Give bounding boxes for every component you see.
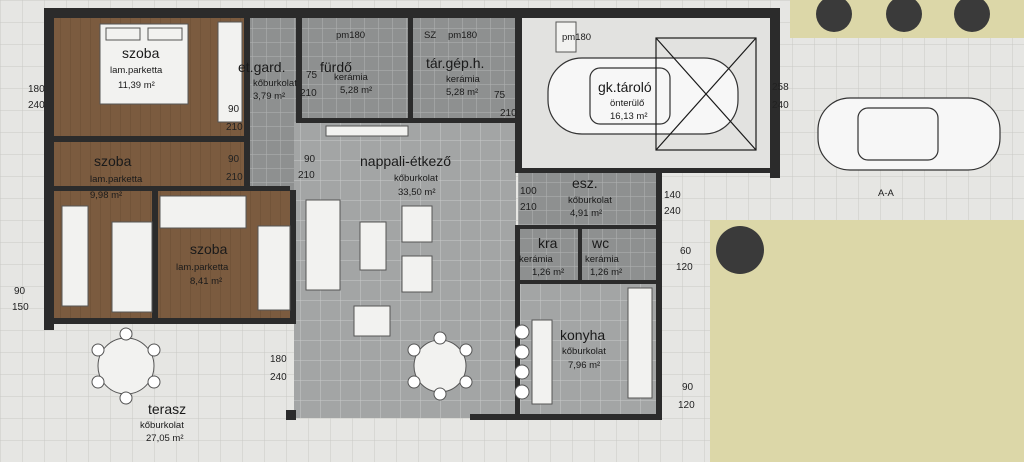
- dim: 240: [772, 100, 789, 111]
- dim: 258: [772, 82, 789, 93]
- room-floor-wc: [582, 228, 658, 280]
- dimension-labels: 180 240 90 210 90 210 75 210 75 210 90 2…: [12, 70, 789, 411]
- room-area-terasz: 27,05 m²: [146, 433, 184, 444]
- room-area-kra: 1,26 m²: [532, 267, 564, 278]
- room-name-szoba3: szoba: [190, 241, 228, 257]
- room-area-esz: 4,91 m²: [570, 208, 602, 219]
- room-floor-label-szoba3: lam.parketta: [176, 262, 229, 273]
- room-floor-label-wc: kerámia: [585, 254, 620, 265]
- furniture: [61, 21, 653, 405]
- room-floor-szoba2: [54, 142, 246, 190]
- room-name-terasz: terasz: [148, 401, 186, 417]
- room-name-gktarolo: gk.tároló: [598, 79, 652, 95]
- pm180-furdo: pm180: [336, 30, 365, 41]
- dim: 240: [664, 206, 681, 217]
- room-floor-label-furdo: kerámia: [334, 72, 369, 83]
- dining-table: [413, 339, 467, 393]
- room-area-nappali: 33,50 m²: [398, 187, 436, 198]
- room-floor-label-nappali: kőburkolat: [394, 173, 438, 184]
- dim: 90: [682, 382, 694, 393]
- room-floor-etgard: [248, 18, 298, 190]
- dim: 60: [680, 246, 692, 257]
- room-area-szoba1: 11,39 m²: [118, 80, 155, 91]
- car-driveway: [817, 97, 1001, 171]
- dim: 180: [28, 84, 45, 95]
- room-area-wc: 1,26 m²: [590, 267, 622, 278]
- pm180-garage: pm180: [562, 32, 591, 43]
- misc-labels: pm180 pm180 pm180 SZ A-A: [336, 30, 895, 199]
- dim: 120: [676, 262, 693, 273]
- room-floor-kra: [518, 228, 580, 280]
- section-label: A-A: [878, 188, 895, 199]
- outer-wall-right: [770, 8, 780, 178]
- outer-wall-left: [44, 8, 54, 330]
- room-floor-label-etgard: kőburkolat: [253, 78, 297, 89]
- room-name-etgard: et.gard.: [238, 59, 285, 75]
- room-name-konyha: konyha: [560, 327, 605, 343]
- room-floor-label-szoba1: lam.parketta: [110, 65, 163, 76]
- chairs: [91, 324, 530, 405]
- room-floor-furdo: [300, 18, 410, 120]
- dim: 210: [226, 172, 243, 183]
- room-name-kra: kra: [538, 235, 558, 251]
- room-name-targep: tár.gép.h.: [426, 55, 484, 71]
- garage-door-frame: [655, 37, 757, 151]
- room-name-szoba1: szoba: [122, 45, 160, 61]
- room-floor-label-kra: kerámia: [519, 254, 554, 265]
- room-floor-label-terasz: kőburkolat: [140, 420, 184, 431]
- room-area-szoba2: 9,98 m²: [90, 190, 122, 201]
- room-labels: szoba lam.parketta 11,39 m² et.gard. kőb…: [90, 45, 652, 444]
- room-area-furdo: 5,28 m²: [340, 85, 372, 96]
- dim: 120: [678, 400, 695, 411]
- room-area-gktarolo: 16,13 m²: [610, 111, 648, 122]
- outer-wall: [44, 8, 780, 18]
- dim: 140: [664, 190, 681, 201]
- interior-walls: [44, 18, 778, 420]
- dim: 90: [228, 154, 240, 165]
- car-garage: [547, 57, 739, 135]
- room-floor-esz: [518, 170, 658, 226]
- garden-grass: [710, 220, 1024, 462]
- dim: 90: [14, 286, 26, 297]
- room-name-wc: wc: [591, 235, 609, 251]
- dim: 210: [298, 170, 315, 181]
- room-area-etgard: 3,79 m²: [253, 91, 285, 102]
- room-floor-label-targep: kerámia: [446, 74, 481, 85]
- room-area-konyha: 7,96 m²: [568, 360, 600, 371]
- dim: 240: [28, 100, 45, 111]
- sz-label: SZ: [424, 30, 436, 41]
- room-floor-label-szoba2: lam.parketta: [90, 174, 143, 185]
- dim: 210: [300, 88, 317, 99]
- room-name-furdo: fürdő: [320, 59, 352, 75]
- room-floor-targep: [412, 18, 518, 120]
- dim: 100: [520, 186, 537, 197]
- dim: 210: [226, 122, 243, 133]
- dim: 90: [228, 104, 240, 115]
- dim: 75: [306, 70, 318, 81]
- room-floor-label-esz: kőburkolat: [568, 195, 612, 206]
- room-floor-label-gktarolo: önterülő: [610, 98, 644, 109]
- room-area-targep: 5,28 m²: [446, 87, 478, 98]
- room-area-szoba3: 8,41 m²: [190, 276, 222, 287]
- dim: 210: [520, 202, 537, 213]
- dim: 90: [304, 154, 316, 165]
- terrace-table: [97, 337, 155, 395]
- room-floor-label-konyha: kőburkolat: [562, 346, 606, 357]
- dim: 75: [494, 90, 506, 101]
- dim: 180: [270, 354, 287, 365]
- dim: 150: [12, 302, 29, 313]
- room-name-nappali: nappali-étkező: [360, 153, 451, 169]
- room-name-szoba2: szoba: [94, 153, 132, 169]
- pm180-targep: pm180: [448, 30, 477, 41]
- room-name-esz: esz.: [572, 175, 598, 191]
- dim: 210: [500, 108, 517, 119]
- dim: 240: [270, 372, 287, 383]
- trees: [716, 0, 990, 274]
